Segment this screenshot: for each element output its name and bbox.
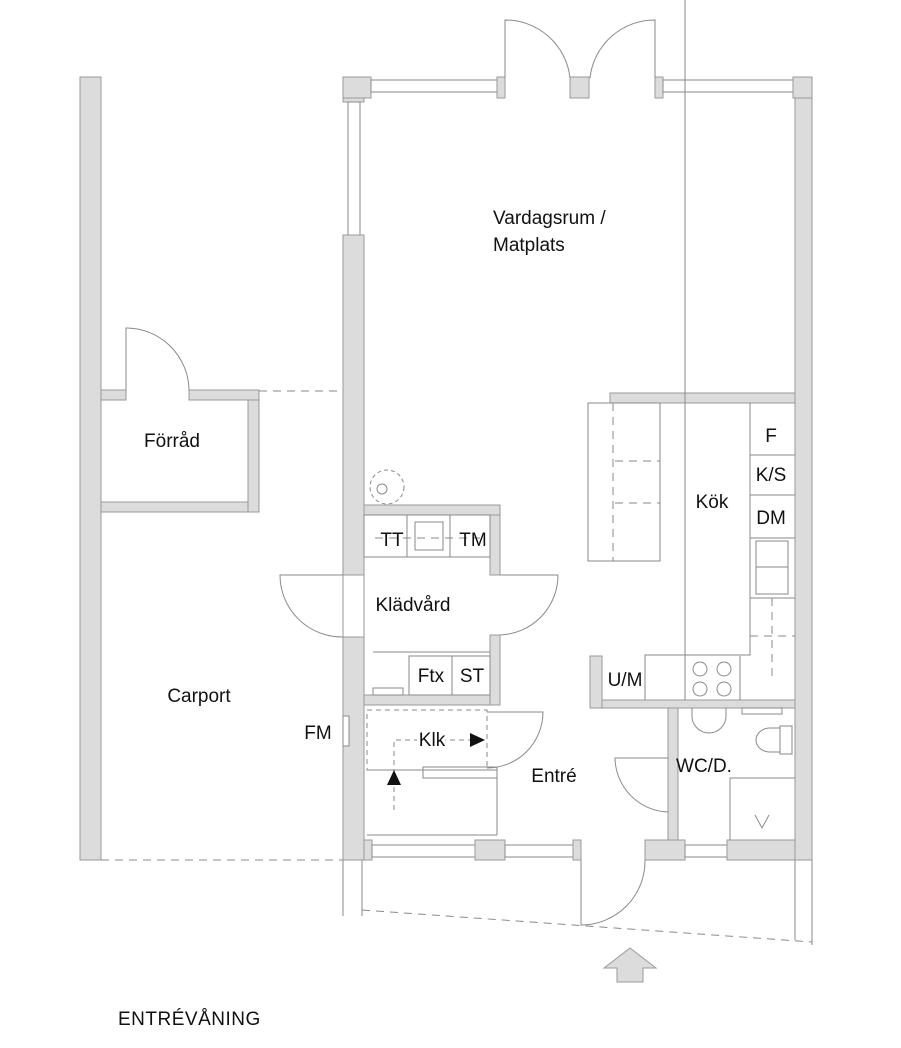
- window: [371, 844, 476, 858]
- room-label-entrance: Entré: [531, 766, 576, 787]
- fixture-dishwasher: DM: [756, 508, 786, 529]
- laundry-room: Klädvård TT TM Ftx ST: [279, 504, 559, 706]
- arrow-up-icon: [387, 770, 401, 785]
- fixture-meter: FM: [304, 723, 331, 744]
- room-label-laundry: Klädvård: [376, 595, 451, 616]
- fixture-cupboard: ST: [460, 666, 485, 687]
- closet: Klk: [366, 709, 544, 836]
- wc-room: WC/D.: [614, 707, 795, 841]
- washbasin-icon: [691, 708, 727, 734]
- fixture-oven-micro: U/M: [608, 670, 643, 691]
- closet-door[interactable]: [486, 711, 544, 769]
- room-label-storage: Förråd: [144, 431, 200, 452]
- window: [504, 844, 574, 858]
- room-label-carport: Carport: [167, 686, 231, 707]
- room-label-living: Vardagsrum /: [493, 208, 606, 229]
- fixture-washing-machine: TM: [459, 530, 486, 551]
- window: [370, 79, 498, 93]
- entrance-arrow-icon: [602, 947, 658, 983]
- floor-drain-icon: [754, 814, 770, 830]
- storage-door[interactable]: [125, 327, 190, 391]
- laundry-door-right[interactable]: [499, 574, 559, 636]
- window: [347, 101, 361, 236]
- room-label-dining: Matplats: [493, 235, 565, 256]
- storage-room: [100, 327, 343, 513]
- exterior-walls: [342, 76, 813, 861]
- floor-title: ENTRÉVÅNING: [118, 1009, 261, 1030]
- fixture-fridge-freezer: K/S: [756, 465, 787, 486]
- fixture-drying-cabinet: Ftx: [418, 666, 445, 687]
- carport-wall: [79, 76, 102, 861]
- entrance-door[interactable]: [580, 859, 646, 926]
- window: [662, 79, 794, 93]
- fixture-fridge: F: [765, 426, 777, 447]
- window: [684, 844, 728, 858]
- room-label-wc: WC/D.: [676, 756, 732, 777]
- smoke-detector-icon: [369, 469, 405, 505]
- fixture-tumble-dryer: TT: [380, 530, 404, 551]
- toilet-icon: [755, 727, 780, 753]
- room-label-kitchen: Kök: [696, 492, 729, 513]
- arrow-right-icon: [470, 733, 485, 747]
- kitchen: Kök F K/S DM U/M: [587, 0, 796, 709]
- meter-box: [342, 715, 350, 747]
- laundry-door-left[interactable]: [279, 574, 344, 638]
- room-label-closet: Klk: [419, 730, 446, 751]
- stove-icon: [692, 661, 732, 697]
- patio-door-left[interactable]: [504, 19, 571, 79]
- patio-door-right[interactable]: [589, 19, 656, 79]
- wc-door[interactable]: [614, 757, 669, 813]
